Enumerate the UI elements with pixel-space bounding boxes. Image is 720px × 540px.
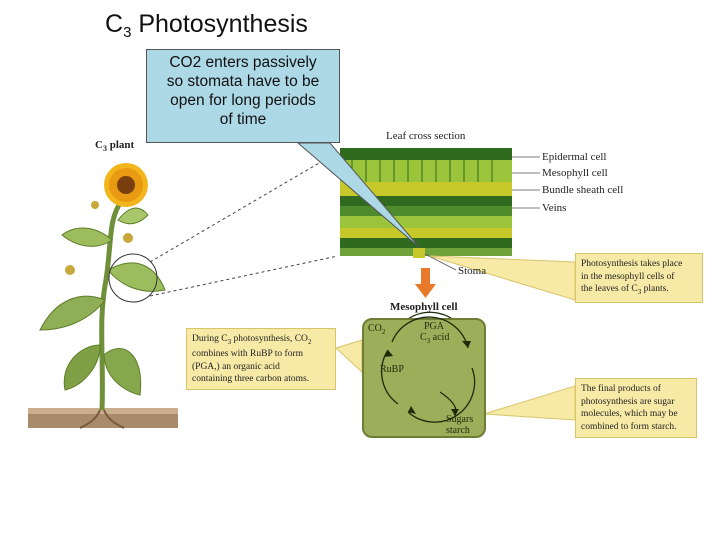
cycle-label-c3-acid: C3 acid: [420, 332, 450, 345]
info-line: photosynthesis are sugar: [581, 396, 675, 407]
info-box-c3-photosynthesis: During C3 photosynthesis, CO2 combines w…: [186, 328, 336, 390]
down-arrow-icon: [415, 268, 436, 298]
callout-line: of time: [219, 111, 267, 128]
callout-line: so stomata have to be: [166, 73, 320, 90]
info-line: molecules, which may be: [581, 409, 678, 419]
slide-title: C3 Photosynthesis: [105, 10, 308, 41]
label-mesophyll-cell: Mesophyll cell: [542, 167, 608, 179]
info-box-mesophyll-location: Photosynthesis takes place in the mesoph…: [575, 253, 703, 303]
cycle-label-rubp: RuBP: [380, 364, 404, 375]
cycle-label-starch: starch: [446, 425, 470, 436]
label-veins: Veins: [542, 202, 567, 214]
mesophyll-heading: Mesophyll cell: [390, 301, 458, 313]
callout-line: CO2 enters passively: [169, 54, 317, 71]
ground: [28, 408, 178, 428]
info-box-final-products: The final products of photosynthesis are…: [575, 378, 697, 438]
leaf-cross-section: [340, 148, 512, 258]
label-stoma: Stoma: [458, 265, 487, 277]
info-line: (PGA,) an organic acid: [192, 361, 280, 372]
cycle-label-pga: PGA: [424, 321, 445, 332]
plant-illustration: [39, 163, 166, 411]
sunflower-head: [104, 163, 148, 207]
info-line: combines with RuBP to form: [192, 349, 304, 360]
cycle-label-sugars: Sugars: [446, 414, 474, 425]
info-line: in the mesophyll cells of: [581, 271, 675, 282]
cycle-label-co2: CO2: [368, 323, 386, 336]
leaf-section-title: Leaf cross section: [386, 130, 466, 142]
label-epidermal-cell: Epidermal cell: [542, 151, 607, 163]
plant-label: C3 plant: [95, 139, 135, 154]
callout-note: CO2 enters passively so stomata have to …: [146, 49, 340, 143]
callout-line: open for long periods: [170, 92, 316, 109]
info-line: combined to form starch.: [581, 421, 677, 432]
info-line: During C3 photosynthesis, CO2: [192, 334, 312, 346]
info-line: the leaves of C3 plants.: [581, 284, 669, 296]
info-line: containing three carbon atoms.: [192, 374, 310, 385]
mesophyll-cell-box: [362, 318, 486, 438]
info-line: Photosynthesis takes place: [581, 259, 683, 269]
label-bundle-sheath-cell: Bundle sheath cell: [542, 184, 624, 196]
info-line: The final products of: [581, 384, 661, 394]
